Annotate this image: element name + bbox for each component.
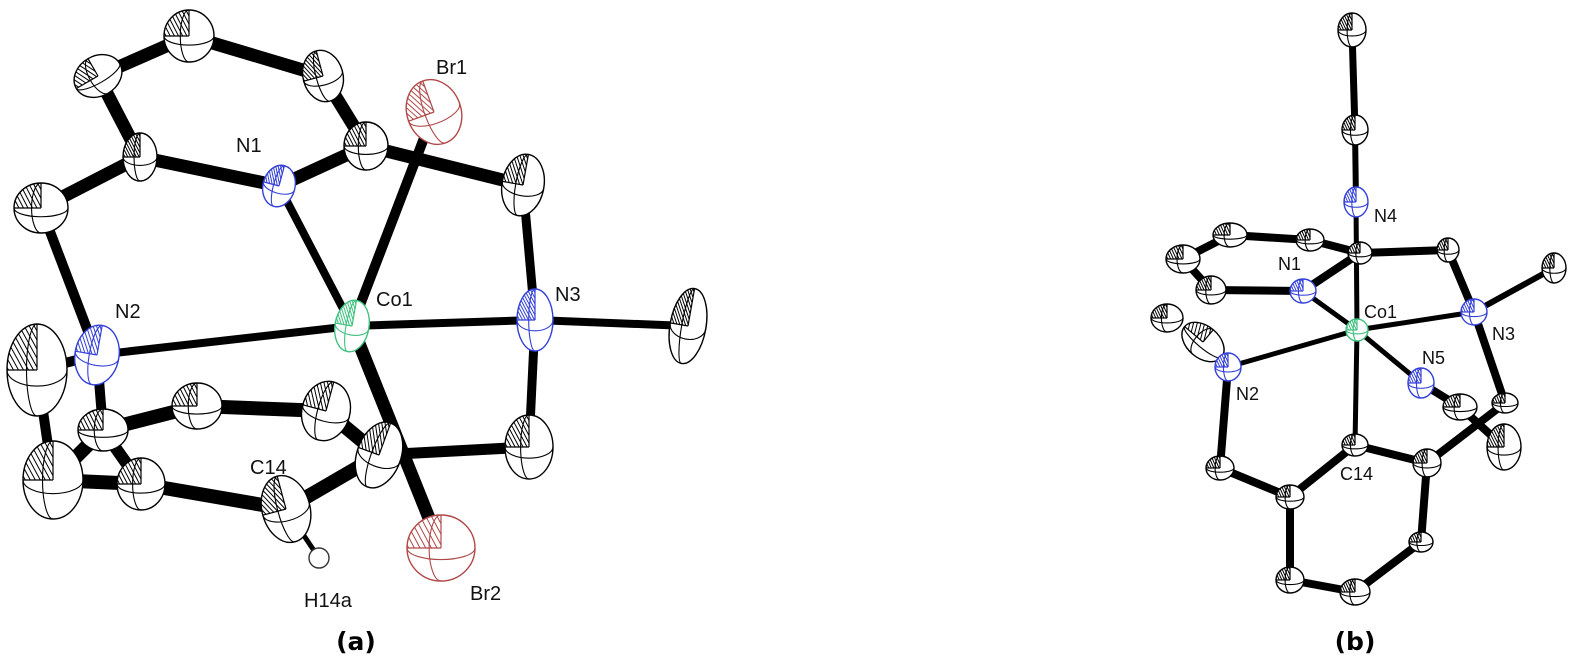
b-bond-n3-cme bbox=[1471, 265, 1557, 315]
b-bond-cm-c14 bbox=[1286, 441, 1359, 501]
b-bond-cc-cd bbox=[1356, 246, 1452, 257]
label-n1-b: N1 bbox=[1278, 254, 1301, 274]
b-atom-cn bbox=[1412, 448, 1442, 478]
a-atom-c1 bbox=[163, 9, 215, 63]
b-bond-n3-cj bbox=[1470, 308, 1509, 407]
b-atom-ct bbox=[1337, 12, 1367, 48]
label-co1-a: Co1 bbox=[376, 289, 413, 311]
a-bond-co1-n2 bbox=[93, 322, 356, 359]
a-atom-c4 bbox=[122, 132, 158, 182]
a-bond-n1-co1 bbox=[275, 182, 356, 330]
b-bond-co1-n2 bbox=[1225, 327, 1360, 370]
label-n5-b: N5 bbox=[1422, 348, 1445, 368]
a-atom-n1 bbox=[261, 161, 297, 208]
label-n4-b: N4 bbox=[1374, 206, 1397, 226]
a-atom-c13 bbox=[22, 440, 84, 520]
label-n3-a: N3 bbox=[555, 284, 581, 306]
label-n1-a: N1 bbox=[236, 135, 262, 157]
a-bond-c4-n1 bbox=[133, 150, 286, 193]
a-atom-br2 bbox=[406, 514, 476, 582]
b-bond-co1-n3 bbox=[1354, 309, 1477, 333]
label-h14a-a: H14a bbox=[304, 590, 353, 612]
a-atom-c7 bbox=[500, 150, 546, 217]
label-n2-b: N2 bbox=[1236, 384, 1259, 404]
a-atom-c12 bbox=[77, 408, 129, 452]
a-atom-c10 bbox=[171, 382, 223, 430]
b-atom-cn4 bbox=[1341, 114, 1369, 146]
b-bond-n4-co1 bbox=[1353, 199, 1360, 333]
label-n2-a: N2 bbox=[115, 301, 141, 323]
label-c14-b: C14 bbox=[1340, 464, 1373, 484]
b-bond-n2-cl bbox=[1216, 363, 1232, 472]
b-bond-cj-cn bbox=[1423, 399, 1509, 467]
atoms-panel-a bbox=[6, 9, 708, 582]
a-atom-n2 bbox=[74, 321, 120, 386]
b-atom-cm bbox=[1275, 484, 1305, 510]
b-atom-ca bbox=[1212, 222, 1248, 248]
label-br2-a: Br2 bbox=[470, 583, 501, 605]
b-atom-cq bbox=[1339, 578, 1371, 606]
b-atom-co bbox=[1408, 531, 1434, 553]
b-atom-cl bbox=[1205, 455, 1235, 481]
b-atom-cj bbox=[1491, 392, 1519, 414]
label-br1-a: Br1 bbox=[436, 57, 467, 79]
a-bond-br1-co1 bbox=[347, 107, 439, 331]
b-atom-n4 bbox=[1343, 186, 1369, 218]
a-bond-n3-c8 bbox=[531, 316, 692, 330]
b-atom-cf bbox=[1195, 275, 1227, 305]
b-atom-c14 bbox=[1341, 433, 1369, 457]
a-atom-n3 bbox=[516, 288, 554, 352]
b-atom-cp bbox=[1275, 566, 1305, 594]
atoms-panel-b bbox=[1150, 12, 1567, 606]
a-bond-c5-c7 bbox=[359, 139, 530, 192]
caption-b: (b) bbox=[1335, 627, 1376, 656]
b-bond-co1-c14 bbox=[1352, 327, 1360, 448]
b-atom-cb bbox=[1295, 228, 1325, 252]
a-atom-c3 bbox=[66, 53, 123, 99]
b-atom-n3 bbox=[1460, 298, 1488, 326]
label-c14-a: C14 bbox=[250, 457, 287, 479]
b-atom-ci bbox=[1442, 393, 1478, 421]
a-atom-br1 bbox=[397, 78, 463, 146]
a-atom-h14a bbox=[308, 547, 330, 569]
a-bond-co1-n3 bbox=[348, 316, 539, 330]
label-n3-b: N3 bbox=[1492, 324, 1515, 344]
a-atom-c6 bbox=[13, 182, 69, 234]
a-atom-co1 bbox=[333, 297, 371, 353]
caption-a: (a) bbox=[336, 627, 376, 656]
label-co1-b: Co1 bbox=[1364, 302, 1397, 322]
a-atom-c8 bbox=[668, 285, 708, 365]
b-atom-ck bbox=[1486, 423, 1522, 471]
